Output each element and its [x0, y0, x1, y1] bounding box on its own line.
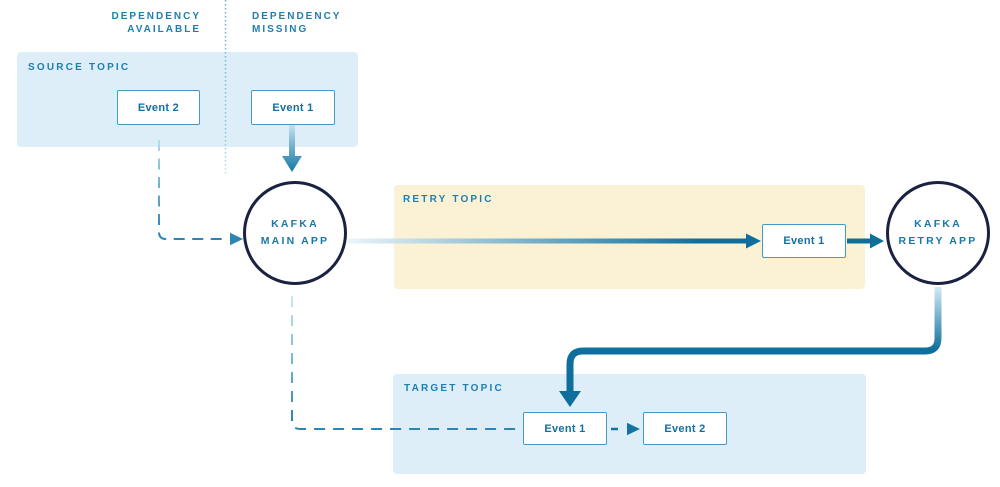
retry-event-1-box: Event 1 — [762, 224, 846, 258]
app-label-line: MAIN APP — [260, 235, 330, 247]
arrow-retry-app-to-target-event1-arrowhead — [559, 391, 581, 407]
lane-label-line: DEPENDENCY — [111, 11, 201, 22]
arrow-source-event1-to-main-app — [282, 125, 302, 172]
target-event-2-box: Event 2 — [643, 412, 727, 445]
dashed-line-main-app-to-target-event1 — [291, 296, 522, 430]
kafka-main-app-node: KAFKA MAIN APP — [243, 181, 347, 285]
dashed-arrow-source-event2-arrowhead — [230, 232, 243, 246]
target-topic-label: TARGET TOPIC — [404, 383, 504, 394]
retry-topic-label: RETRY TOPIC — [403, 194, 494, 205]
kafka-retry-app-label: KAFKA RETRY APP — [899, 216, 978, 250]
arrow-retry-app-to-target-event1 — [566, 287, 942, 392]
app-label-line: RETRY APP — [898, 235, 978, 247]
arrow-retry-event1-to-retry-app-arrowhead — [870, 233, 884, 249]
lane-label-dependency-available: DEPENDENCY AVAILABLE — [112, 10, 201, 36]
lane-label-line: MISSING — [252, 24, 309, 35]
kafka-retry-app-node: KAFKA RETRY APP — [886, 181, 990, 285]
dashed-arrow-source-event2-to-main-app — [158, 140, 229, 240]
source-event-1-box: Event 1 — [251, 90, 335, 125]
lane-label-line: AVAILABLE — [127, 24, 201, 35]
arrow-target-event1-to-event2-arrowhead — [627, 422, 640, 436]
lane-label-dependency-missing: DEPENDENCY MISSING — [252, 10, 341, 36]
lane-label-line: DEPENDENCY — [252, 11, 342, 22]
app-label-line: KAFKA — [271, 218, 319, 230]
arrow-main-app-to-retry-event1-arrowhead — [746, 233, 761, 249]
source-topic-label: SOURCE TOPIC — [28, 62, 131, 73]
app-label-line: KAFKA — [914, 218, 962, 230]
kafka-main-app-label: KAFKA MAIN APP — [261, 216, 330, 250]
source-event-2-box: Event 2 — [117, 90, 200, 125]
target-event-1-box: Event 1 — [523, 412, 607, 445]
